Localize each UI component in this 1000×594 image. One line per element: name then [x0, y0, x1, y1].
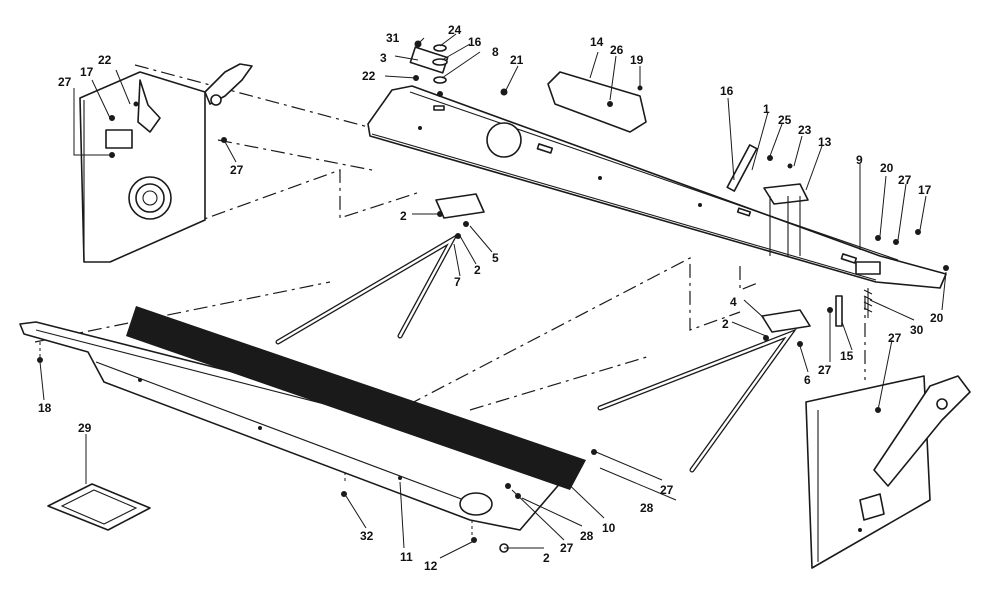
callout-16: 16 — [468, 35, 482, 49]
callout-27: 27 — [888, 331, 902, 345]
callout-28: 28 — [580, 529, 594, 543]
callout-11: 11 — [400, 550, 413, 564]
callout-30: 30 — [910, 323, 924, 337]
callout-27: 27 — [230, 163, 244, 177]
callout-10: 10 — [602, 521, 616, 535]
callout-22: 22 — [362, 69, 376, 83]
callout-27: 27 — [660, 483, 674, 497]
callout-28: 28 — [640, 501, 654, 515]
callout-27: 27 — [58, 75, 72, 89]
callout-2: 2 — [474, 263, 481, 277]
rear-crossmember — [367, 85, 947, 289]
callout-18: 18 — [38, 401, 52, 415]
callout-27: 27 — [560, 541, 574, 555]
callout-32: 32 — [360, 529, 374, 543]
callout-31: 31 — [386, 31, 400, 45]
callout-19: 19 — [630, 53, 644, 67]
callout-13: 13 — [818, 135, 832, 149]
callout-12: 12 — [424, 559, 438, 573]
callout-27: 27 — [898, 173, 912, 187]
left-side-plate — [79, 63, 253, 263]
right-side-plate — [805, 375, 971, 569]
callout-2: 2 — [722, 317, 729, 331]
callout-5: 5 — [492, 251, 499, 265]
callout-8: 8 — [492, 45, 499, 59]
callout-21: 21 — [510, 53, 524, 67]
callout-20: 20 — [930, 311, 944, 325]
callout-1: 1 — [763, 102, 770, 116]
callout-14: 14 — [590, 35, 604, 49]
mid-brackets — [435, 193, 873, 347]
deflector-strip — [126, 306, 586, 490]
callout-15: 15 — [840, 349, 854, 363]
callout-26: 26 — [610, 43, 624, 57]
callout-17: 17 — [918, 183, 932, 197]
right-hardware — [726, 144, 949, 275]
callout-labels: 1 2 2 2 2 3 4 5 6 7 8 9 10 11 12 13 14 1… — [38, 23, 944, 573]
callout-22: 22 — [98, 53, 112, 67]
callout-9: 9 — [856, 153, 863, 167]
support-rods — [275, 233, 797, 473]
callout-4: 4 — [730, 295, 737, 309]
small-panel — [47, 483, 151, 531]
callout-23: 23 — [798, 123, 812, 137]
callout-25: 25 — [778, 113, 792, 127]
callout-6: 6 — [804, 373, 811, 387]
callout-27: 27 — [818, 363, 832, 377]
callout-2: 2 — [543, 551, 550, 565]
upper-bracket — [409, 40, 508, 97]
callout-24: 24 — [448, 23, 462, 37]
callout-2: 2 — [400, 209, 407, 223]
callout-17: 17 — [80, 65, 94, 79]
callout-29: 29 — [78, 421, 92, 435]
cover-plate — [547, 71, 647, 133]
leader-lines — [39, 33, 947, 559]
callout-20: 20 — [880, 161, 894, 175]
callout-3: 3 — [380, 51, 387, 65]
callout-16: 16 — [720, 84, 734, 98]
callout-7: 7 — [454, 275, 461, 289]
